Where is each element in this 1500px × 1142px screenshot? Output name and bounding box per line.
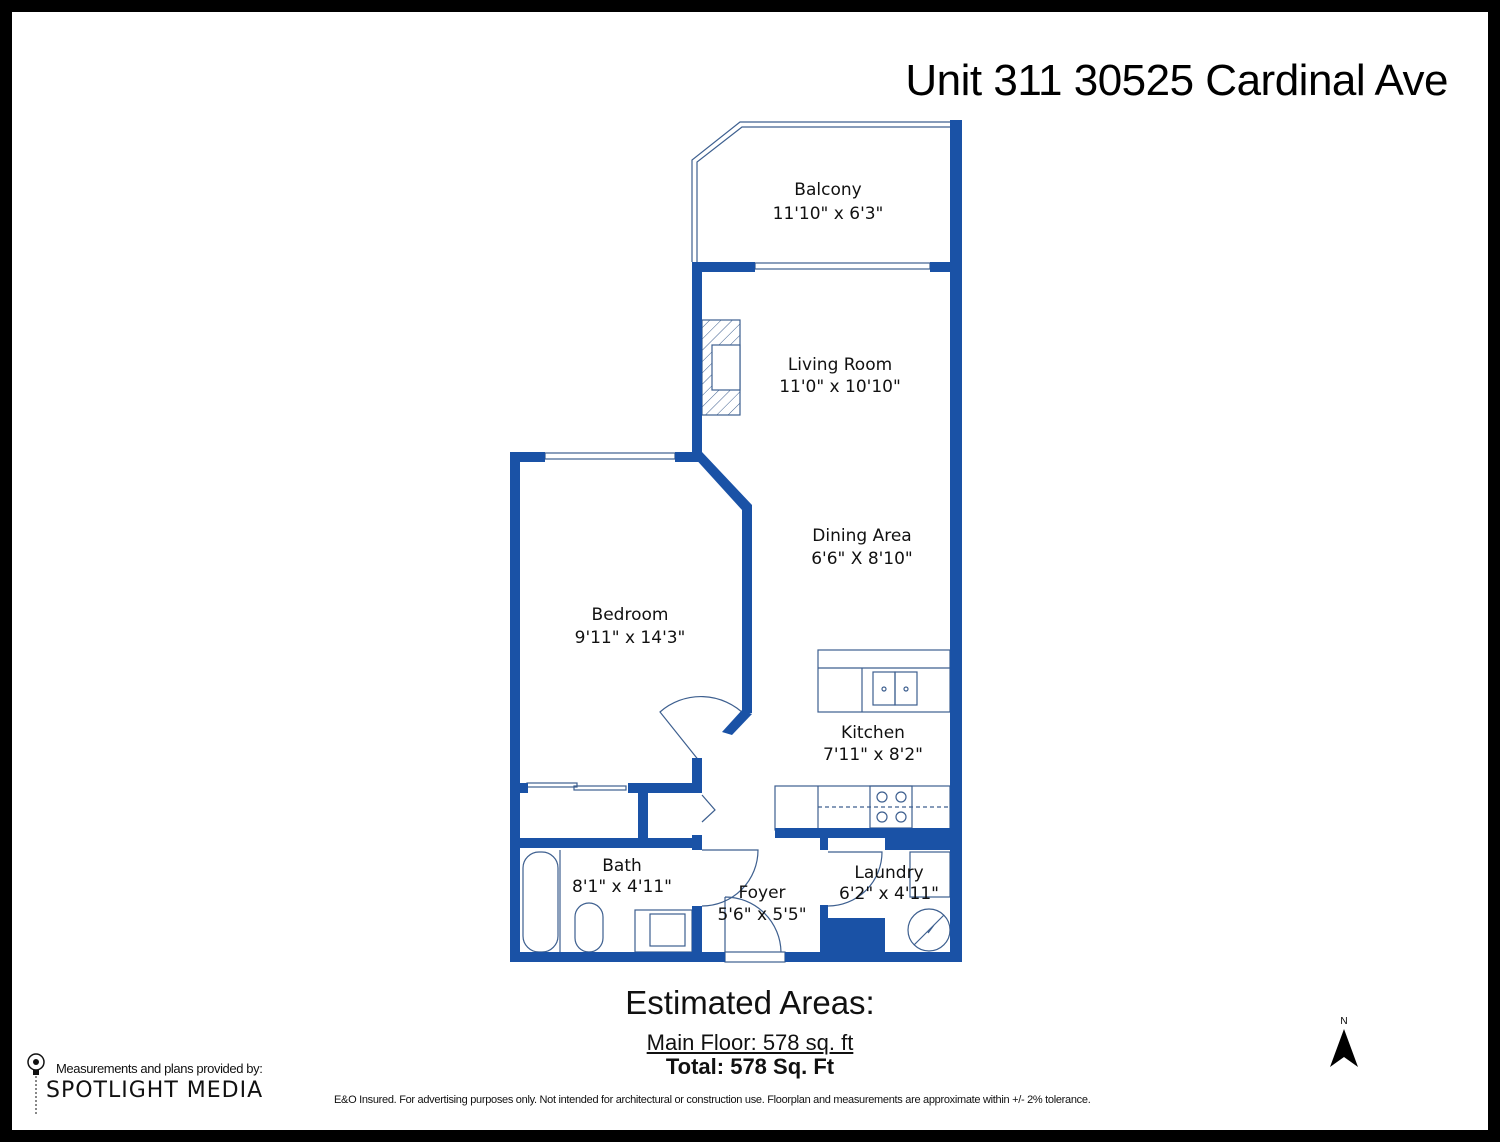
balcony-slider-door bbox=[754, 262, 931, 270]
lightbulb-logo-icon bbox=[27, 1053, 45, 1116]
room-name: Kitchen bbox=[841, 723, 905, 743]
room-name: Dining Area bbox=[812, 526, 911, 546]
estimated-areas-heading: Estimated Areas: bbox=[625, 984, 875, 1021]
bath-sink bbox=[649, 913, 686, 947]
north-compass: N bbox=[1328, 1016, 1360, 1075]
room-dims: 8'1" x 4'11" bbox=[572, 877, 672, 897]
bedroom-window bbox=[544, 452, 676, 460]
room-name: Bath bbox=[602, 856, 642, 876]
room-dims: 11'0" x 10'10" bbox=[779, 377, 901, 397]
compass-label: N bbox=[1340, 1016, 1348, 1027]
laundry-door-swing bbox=[827, 851, 883, 907]
balcony-railing bbox=[691, 121, 950, 262]
kitchen-counter-upper bbox=[817, 649, 951, 713]
disclaimer: E&O Insured. For advertising purposes on… bbox=[334, 1094, 1091, 1106]
room-dims: 6'2" x 4'11" bbox=[839, 884, 939, 904]
sink-right bbox=[894, 671, 918, 706]
floorplan-drawing: Balcony 11'10" x 6'3" Living Room 11'0" … bbox=[510, 120, 962, 963]
total-area: Total: 578 Sq. Ft bbox=[665, 1054, 835, 1079]
kitchen-counter-lower bbox=[774, 785, 951, 831]
room-dims: 5'6" x 5'5" bbox=[717, 905, 806, 925]
room-labels: Balcony 11'10" x 6'3" Living Room 11'0" … bbox=[572, 180, 939, 925]
room-dims: 9'11" x 14'3" bbox=[575, 628, 686, 648]
sink-left bbox=[872, 671, 896, 706]
brand-name: SPOTLIGHT MEDIA bbox=[46, 1078, 264, 1103]
credit-line: Measurements and plans provided by: bbox=[56, 1061, 263, 1076]
closet-door bbox=[701, 794, 716, 823]
bedroom-door-swing bbox=[659, 695, 746, 763]
room-dims: 11'10" x 6'3" bbox=[773, 204, 884, 224]
bath-door-swing bbox=[701, 849, 759, 907]
bathtub bbox=[522, 851, 559, 953]
room-dims: 6'6" X 8'10" bbox=[811, 549, 913, 569]
north-arrow-icon bbox=[1330, 1029, 1358, 1067]
page-title: Unit 311 30525 Cardinal Ave bbox=[905, 56, 1448, 105]
main-floor-area: Main Floor: 578 sq. ft bbox=[646, 1030, 854, 1055]
room-name: Foyer bbox=[738, 883, 785, 903]
room-name: Bedroom bbox=[592, 605, 669, 625]
balcony-railing-inner bbox=[696, 126, 950, 262]
room-name: Living Room bbox=[788, 355, 892, 375]
room-name: Balcony bbox=[794, 180, 861, 200]
floorplan-sheet: Unit 311 30525 Cardinal Ave bbox=[12, 12, 1488, 1130]
entry-door-swing bbox=[724, 896, 782, 953]
room-dims: 7'11" x 8'2" bbox=[823, 745, 923, 765]
toilet bbox=[574, 902, 604, 953]
walls bbox=[510, 120, 962, 962]
room-name: Laundry bbox=[854, 863, 923, 883]
fireplace-inner bbox=[711, 344, 741, 391]
